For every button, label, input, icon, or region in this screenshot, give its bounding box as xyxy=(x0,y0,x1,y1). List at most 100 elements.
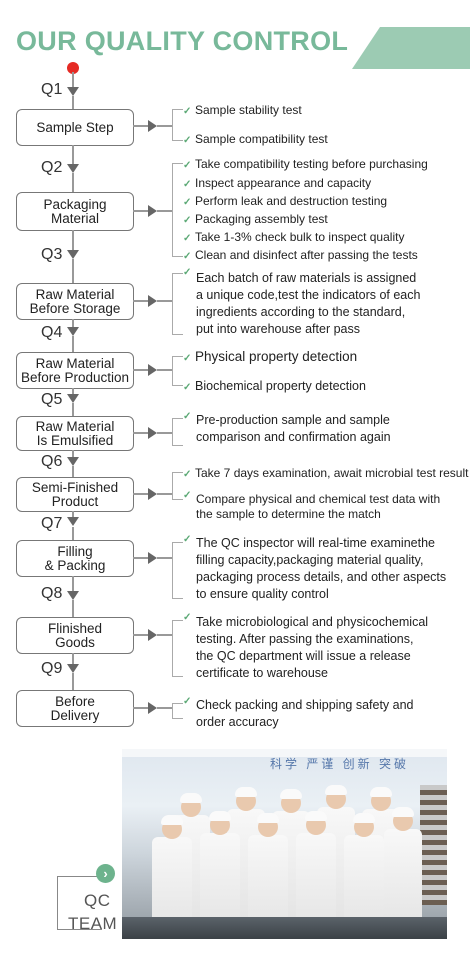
connector xyxy=(72,173,74,192)
chevron-right-icon xyxy=(148,295,157,307)
check-icon: ✓ xyxy=(183,696,192,707)
bracket xyxy=(172,620,183,677)
qc-team-photo: 科学 严谨 创新 突破 xyxy=(122,749,447,939)
step-label-q6: Q6 xyxy=(41,453,63,470)
photo-banner: 科学 严谨 创新 突破 xyxy=(269,757,409,771)
bracket xyxy=(172,163,183,257)
check-icon: ✓ xyxy=(183,267,192,278)
list-item: ✓Inspect appearance and capacity xyxy=(183,176,372,190)
step-label-q2: Q2 xyxy=(41,159,63,176)
check-icon: ✓ xyxy=(183,469,192,480)
step-label-q3: Q3 xyxy=(41,246,63,263)
team-member-cap xyxy=(280,789,302,799)
step-description: Take microbiological and physicochemical… xyxy=(196,615,429,680)
connector xyxy=(72,653,74,665)
check-icon: ✓ xyxy=(183,411,192,422)
list-item: ✓Take 7 days examination, await microbia… xyxy=(183,466,469,480)
header-ribbon xyxy=(352,27,470,69)
down-arrow-icon xyxy=(67,591,79,600)
step-description: Each batch of raw materials is assigned … xyxy=(196,271,421,336)
connector xyxy=(72,145,74,165)
check-icon: ✓ xyxy=(183,382,192,393)
chevron-right-icon xyxy=(148,427,157,439)
connector xyxy=(72,450,74,458)
connector xyxy=(72,511,74,519)
team-label-frame xyxy=(57,876,102,930)
down-arrow-icon xyxy=(67,457,79,466)
connector xyxy=(157,369,172,371)
connector xyxy=(72,403,74,416)
connector xyxy=(157,557,172,559)
list-item: ✓Take 1-3% check bulk to inspect quality xyxy=(183,230,405,244)
chevron-right-icon xyxy=(148,364,157,376)
step-description: Check packing and shipping safety and or… xyxy=(196,698,414,729)
bracket xyxy=(172,273,183,335)
check-icon: ✓ xyxy=(183,135,192,146)
chevron-right-icon xyxy=(148,629,157,641)
chevron-right-icon xyxy=(148,488,157,500)
team-member-cap xyxy=(370,787,392,797)
chevron-right-icon xyxy=(148,205,157,217)
connector xyxy=(72,336,74,352)
list-item: ✓Packaging assembly test xyxy=(183,212,328,226)
list-item: ✓Clean and disinfect after passing the t… xyxy=(183,248,418,262)
lab-bench xyxy=(122,917,447,939)
bracket xyxy=(172,356,183,386)
shelf xyxy=(420,785,447,905)
connector xyxy=(72,230,74,252)
step-label-q5: Q5 xyxy=(41,391,63,408)
check-icon: ✓ xyxy=(183,179,192,190)
down-arrow-icon xyxy=(67,517,79,526)
check-icon: ✓ xyxy=(183,215,192,226)
bracket xyxy=(172,418,183,446)
step-description: The QC inspector will real-time examinet… xyxy=(196,536,447,601)
bracket xyxy=(172,542,183,599)
connector xyxy=(157,634,172,636)
connector xyxy=(157,707,172,709)
connector xyxy=(72,673,74,690)
connector xyxy=(133,432,149,434)
step-box-filling-packing: Filling& Packing xyxy=(16,540,134,577)
step-label-q8: Q8 xyxy=(41,585,63,602)
team-member-cap xyxy=(209,811,231,821)
connector xyxy=(72,96,74,109)
connector xyxy=(133,493,149,495)
team-member-cap xyxy=(161,815,183,825)
connector xyxy=(72,466,74,477)
step-description: Pre-production sample and sample compari… xyxy=(196,413,391,444)
connector xyxy=(133,210,149,212)
page-title: OUR QUALITY CONTROL xyxy=(16,26,349,56)
step-box-sample: Sample Step xyxy=(16,109,134,146)
down-arrow-icon xyxy=(67,327,79,336)
bracket xyxy=(172,472,183,500)
connector xyxy=(72,259,74,283)
list-item: ✓Biochemical property detection xyxy=(183,379,366,393)
down-arrow-icon xyxy=(67,250,79,259)
team-member-cap xyxy=(353,813,375,823)
chevron-right-icon: › xyxy=(96,864,115,883)
down-arrow-icon xyxy=(67,664,79,673)
team-member-cap xyxy=(392,807,414,817)
team-member-cap xyxy=(325,785,347,795)
team-member-cap xyxy=(180,793,202,803)
bracket xyxy=(172,703,183,719)
start-dot xyxy=(67,62,79,74)
connector xyxy=(133,125,149,127)
connector xyxy=(72,576,74,592)
check-icon: ✓ xyxy=(183,197,192,208)
down-arrow-icon xyxy=(67,87,79,96)
connector xyxy=(72,600,74,617)
connector xyxy=(72,388,74,396)
connector xyxy=(157,493,172,495)
list-item: ✓Sample stability test xyxy=(183,103,302,117)
connector xyxy=(133,369,149,371)
check-icon: ✓ xyxy=(183,233,192,244)
team-member-cap xyxy=(305,811,327,821)
list-item: ✓Physical property detection xyxy=(183,349,358,364)
